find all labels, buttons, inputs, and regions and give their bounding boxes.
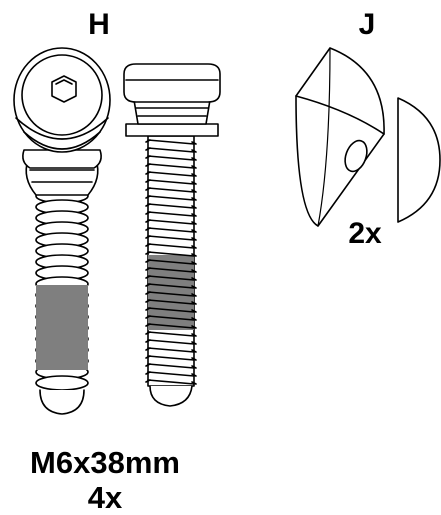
thread-edge: [145, 291, 197, 297]
thread-line: [147, 211, 195, 217]
thread-line: [147, 283, 195, 289]
thread-edge: [145, 195, 197, 201]
screw-side-washer: [125, 123, 219, 137]
dowel-large-edge: [295, 95, 385, 135]
thread-edge: [145, 347, 197, 353]
thread-edge: [145, 307, 197, 313]
dowel-large-inner-edge: [317, 47, 331, 227]
dowel-small-piece: [397, 97, 441, 223]
thread-line: [147, 307, 195, 313]
screw-side-threads: [145, 139, 197, 385]
thread-line: [147, 379, 195, 385]
thread-line: [147, 147, 195, 153]
part-letter-j: J: [358, 8, 376, 41]
thread-edge: [145, 371, 197, 377]
screw-side-view: [123, 63, 221, 407]
thread-line: [147, 139, 195, 145]
thread-line: [147, 179, 195, 185]
thread-edge: [145, 147, 197, 153]
thread-edge: [145, 211, 197, 217]
thread-line: [147, 299, 195, 305]
thread-edge: [145, 315, 197, 321]
screw-side-neck: [133, 99, 211, 125]
thread-edge: [145, 267, 197, 273]
thread-edge: [145, 163, 197, 169]
thread-line: [147, 315, 195, 321]
thread-edge: [145, 251, 197, 257]
thread-edge: [145, 355, 197, 361]
thread-line: [147, 203, 195, 209]
thread-edge: [145, 299, 197, 305]
thread-line: [147, 323, 195, 329]
thread-edge: [145, 235, 197, 241]
part-quantity-j: 2x: [348, 217, 382, 250]
part-quantity-h: 4x: [87, 480, 123, 515]
screw-front-head-shadow-line: [23, 131, 101, 150]
screw-front-head-rim: [21, 54, 103, 136]
screw-front-view: [13, 47, 111, 415]
thread-line: [147, 219, 195, 225]
thread-edge: [145, 363, 197, 369]
thread-edge: [145, 227, 197, 233]
thread-line: [147, 243, 195, 249]
dowel-hole: [344, 139, 368, 173]
thread-edge: [145, 243, 197, 249]
thread-line: [147, 259, 195, 265]
thread-line: [147, 187, 195, 193]
thread-edge: [145, 203, 197, 209]
thread-line: [147, 363, 195, 369]
thread-edge: [145, 219, 197, 225]
thread-edge: [145, 331, 197, 337]
thread-line: [147, 251, 195, 257]
thread-edge: [145, 155, 197, 161]
thread-line: [147, 163, 195, 169]
thread-line: [147, 331, 195, 337]
thread-line: [147, 227, 195, 233]
thread-edge: [145, 323, 197, 329]
thread-edge: [145, 283, 197, 289]
thread-line: [147, 155, 195, 161]
thread-line: [147, 291, 195, 297]
thread-line: [147, 339, 195, 345]
part-letter-h: H: [88, 8, 110, 41]
thread-edge: [145, 379, 197, 385]
thread-line: [147, 275, 195, 281]
screw-front-highlight-band: [36, 285, 88, 370]
thread-line: [147, 371, 195, 377]
screw-front-head-lower-edge: [15, 117, 109, 140]
thread-edge: [145, 339, 197, 345]
thread-line: [147, 347, 195, 353]
screw-side-neck-lines: [135, 107, 209, 117]
thread-ring: [35, 375, 89, 391]
part-size-h: M6x38mm: [30, 445, 180, 480]
thread-edge: [145, 259, 197, 265]
thread-edge: [145, 139, 197, 145]
screw-front-collar-lines: [29, 169, 95, 183]
screw-front-washer: [22, 149, 102, 169]
dowel-large-piece: [295, 47, 385, 227]
thread-line: [147, 355, 195, 361]
thread-edge: [145, 187, 197, 193]
screw-side-head: [123, 63, 221, 103]
thread-edge: [145, 171, 197, 177]
thread-line: [147, 267, 195, 273]
thread-line: [147, 195, 195, 201]
hex-socket-inner-line: [55, 79, 73, 85]
thread-line: [147, 171, 195, 177]
screw-side-tip: [149, 385, 193, 407]
thread-line: [147, 235, 195, 241]
screw-front-tip: [39, 389, 85, 415]
part-j-pieces: [295, 47, 441, 227]
thread-edge: [145, 275, 197, 281]
thread-edge: [145, 179, 197, 185]
